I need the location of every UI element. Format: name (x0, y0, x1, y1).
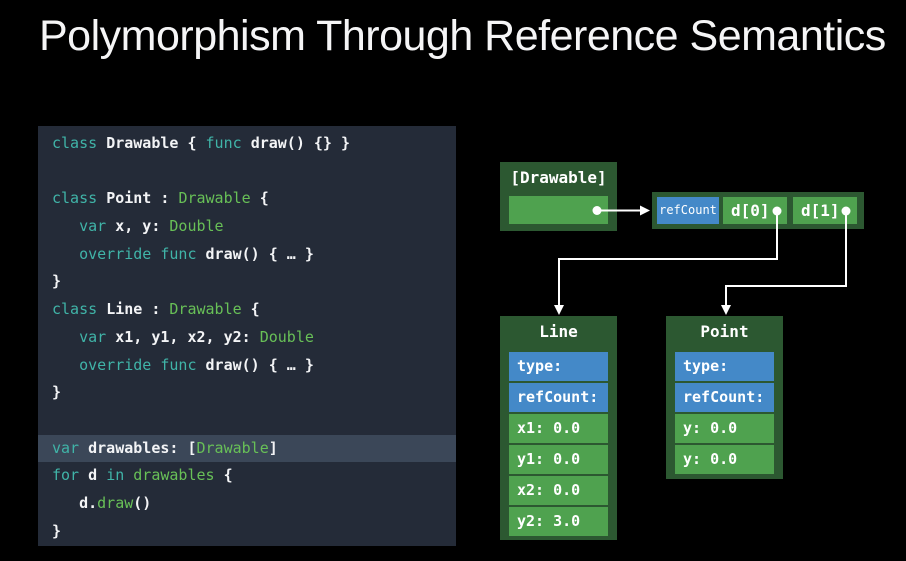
point-field-3: y: 0.0 (675, 445, 774, 474)
code-line-3: class Point : Drawable { (52, 189, 269, 208)
d1-to-point-arrowhead (721, 305, 731, 315)
point-field-0: type: (675, 352, 774, 381)
line-field-5: y2: 3.0 (509, 507, 608, 536)
code-line-6: } (52, 272, 62, 291)
code-line-2 (38, 158, 456, 186)
code-line-7: class Line : Drawable { (52, 300, 260, 319)
code-block: class Drawable { func draw() {} } class … (38, 126, 456, 546)
d0-to-line-arrowhead (554, 305, 564, 315)
line-field-1: refCount: (509, 383, 608, 412)
code-line-8: var x1, y1, x2, y2: Double (52, 327, 314, 346)
line-object-title: Line (539, 322, 578, 341)
heap-cell-d1: d[1] (793, 197, 857, 224)
slide-title: Polymorphism Through Reference Semantics (39, 12, 886, 60)
line-field-4: x2: 0.0 (509, 476, 608, 505)
heap-cell-refCount: refCount (657, 197, 719, 224)
code-line-12: var drawables: [Drawable] (38, 434, 456, 463)
code-line-15: } (52, 521, 62, 540)
point-object-title: Point (700, 322, 749, 341)
drawable-array-box: [Drawable] (500, 162, 617, 231)
code-line-14: d.draw() (52, 493, 152, 512)
code-line-13: for d in drawables { (52, 466, 233, 485)
code-line-4: var x, y: Double (52, 217, 224, 236)
line-field-3: y1: 0.0 (509, 445, 608, 474)
point-field-1: refCount: (675, 383, 774, 412)
code-line-11 (38, 407, 456, 435)
drawable-array-storage-cell (509, 196, 608, 224)
point-field-2: y: 0.0 (675, 414, 774, 443)
line-field-0: type: (509, 352, 608, 381)
drawable-array-label: [Drawable] (510, 168, 607, 187)
code-line-10: } (52, 383, 62, 402)
code-line-1: class Drawable { func draw() {} } (52, 134, 351, 152)
line-field-2: x1: 0.0 (509, 414, 608, 443)
code-line-5: override func draw() { … } (52, 244, 314, 263)
heap-cell-d0: d[0] (723, 197, 787, 224)
array-to-heap-arrowhead (640, 205, 650, 216)
code-line-9: override func draw() { … } (52, 355, 314, 374)
